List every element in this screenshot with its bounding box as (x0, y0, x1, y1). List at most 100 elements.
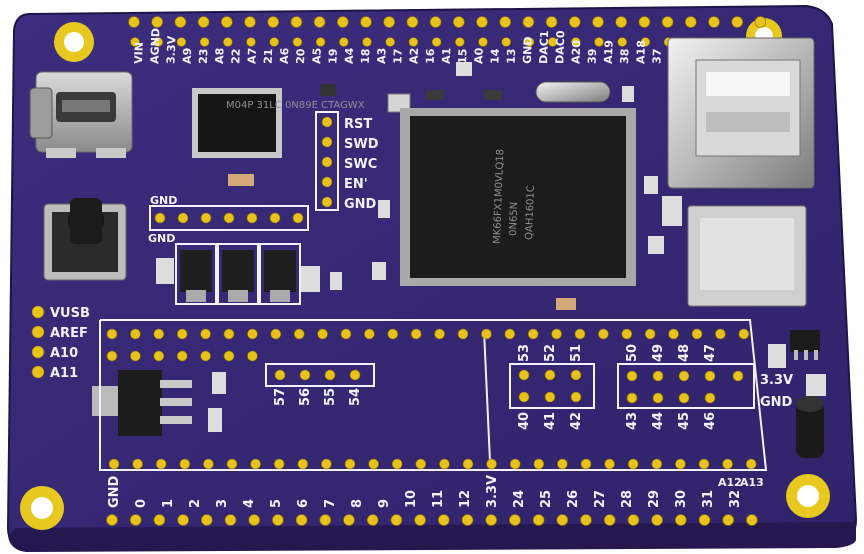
top-pin-label: 20 (294, 48, 308, 64)
debug-pin-pad (321, 136, 333, 148)
inner-pin-pad (130, 328, 141, 340)
inner-pin-pad (691, 328, 703, 340)
top-pin-pad (568, 16, 581, 28)
bottom-inner-pin-pad (698, 458, 710, 470)
top-pin-pad (708, 16, 720, 28)
inner-pin-pad (153, 328, 165, 340)
bottom-pin-label: 29 (647, 490, 662, 508)
header-pin-pad (299, 369, 311, 381)
inner-pin-pad (223, 350, 235, 362)
top-pin-pad (360, 16, 372, 28)
header-pin-label: 53 (517, 344, 532, 362)
left-pin-pad (31, 345, 45, 359)
bottom-inner-pin-pad (415, 458, 427, 470)
bottom-pin-pad (248, 514, 260, 526)
header-pin-label: 44 (651, 412, 666, 430)
usb-a-connector (667, 37, 815, 189)
debug-pin-label: RST (344, 117, 372, 132)
inner-pin-pad (434, 328, 445, 340)
bottom-inner-pin-pad (179, 458, 191, 470)
top-pin-label: A9 (181, 47, 195, 64)
top-pin-pad (383, 16, 396, 28)
inner-pin-pad (551, 328, 562, 340)
top-pin-label: GND (521, 36, 535, 64)
inner-pin-pad (340, 328, 352, 340)
bottom-pin-label: 8 (350, 499, 365, 508)
header-pin-label: 57 (273, 388, 288, 406)
svg-text:GND: GND (760, 395, 793, 410)
top-pin-pad (661, 16, 674, 28)
top-pin-pad-inner (501, 37, 512, 47)
inner-top-pin-row (106, 328, 750, 340)
header-pin-label: 50 (625, 344, 640, 362)
header-pin-pad (678, 392, 690, 404)
top-pin-pad (615, 16, 628, 28)
bottom-inner-pin-pad (297, 458, 309, 470)
top-pin-pad (429, 16, 442, 28)
bottom-pin-pad (509, 514, 521, 526)
bottom-pin-label: 1 (161, 499, 176, 508)
top-pin-pad-inner (130, 37, 140, 47)
header-pin-label: 41 (543, 412, 558, 430)
header-pin-pad (570, 369, 582, 381)
gnd-pin-pad (223, 212, 235, 224)
left-pin-label: A11 (50, 366, 78, 381)
inner-pin-pad (715, 328, 726, 340)
left-pin-label: VUSB (50, 306, 90, 321)
top-pin-pad (313, 16, 326, 28)
top-pin-pad-inner (385, 37, 396, 47)
inner-pin-pad (106, 350, 118, 362)
right-side: 3.3V GND (760, 330, 824, 458)
top-pin-row (128, 16, 767, 47)
inner-pin-pad (247, 328, 258, 340)
top-pin-label: 17 (391, 48, 405, 64)
header-pin-pad (704, 392, 716, 404)
top-pin-pad (267, 16, 280, 28)
bottom-pin-pad (698, 514, 711, 526)
svg-text:MK66FX1M0VLQ18: MK66FX1M0VLQ18 (492, 149, 506, 244)
top-pin-pad-inner (431, 37, 442, 47)
bottom-inner-pin-pad (344, 458, 356, 470)
bottom-pin-label: 25 (539, 490, 554, 508)
header-pin-label: 48 (677, 344, 692, 362)
top-pin-label: A20 (569, 39, 583, 64)
gnd-pin-pad (154, 212, 166, 224)
bottom-pin-label: 31 (701, 490, 716, 508)
reset-pushbutton (43, 198, 127, 281)
mounting-hole-top-left (54, 22, 94, 62)
bottom-pin-pad (201, 514, 213, 526)
bottom-inner-pin-pad (321, 458, 332, 470)
bottom-inner-pin-pad (675, 458, 686, 470)
crystal (535, 81, 611, 103)
header-pin-label: 52 (543, 344, 558, 362)
inner-pin-pad (738, 328, 750, 340)
top-pin-label: 13 (505, 48, 519, 64)
header-pin-label: 46 (703, 412, 718, 430)
top-pin-label: A8 (213, 47, 227, 64)
svg-text:GND: GND (150, 194, 177, 207)
small-components (156, 62, 826, 432)
bottom-pin-pad (603, 514, 616, 526)
top-pin-pad (221, 16, 233, 28)
left-pin-pad (31, 305, 45, 319)
top-pin-pad (197, 16, 210, 28)
inner-pin-pad (293, 328, 305, 340)
bottom-pin-pad (722, 514, 735, 526)
top-pin-pad-inner (246, 37, 256, 47)
svg-text:0N65N: 0N65N (508, 202, 520, 236)
top-pin-label: A2 (407, 47, 421, 64)
voltage-regulator (92, 370, 192, 436)
mounting-hole-bottom-right (786, 474, 830, 518)
top-pin-pad-inner (223, 37, 233, 47)
bottom-pin-label: 32 (728, 490, 743, 508)
svg-text:GND: GND (148, 232, 175, 245)
gnd-pin-pad (177, 212, 189, 224)
header-pin-label: 49 (651, 344, 666, 362)
inner-pin-pad (527, 328, 539, 340)
top-pin-label: 37 (650, 48, 664, 64)
top-pin-label: DAC0 (553, 30, 567, 64)
debug-pin-pad (321, 156, 333, 168)
